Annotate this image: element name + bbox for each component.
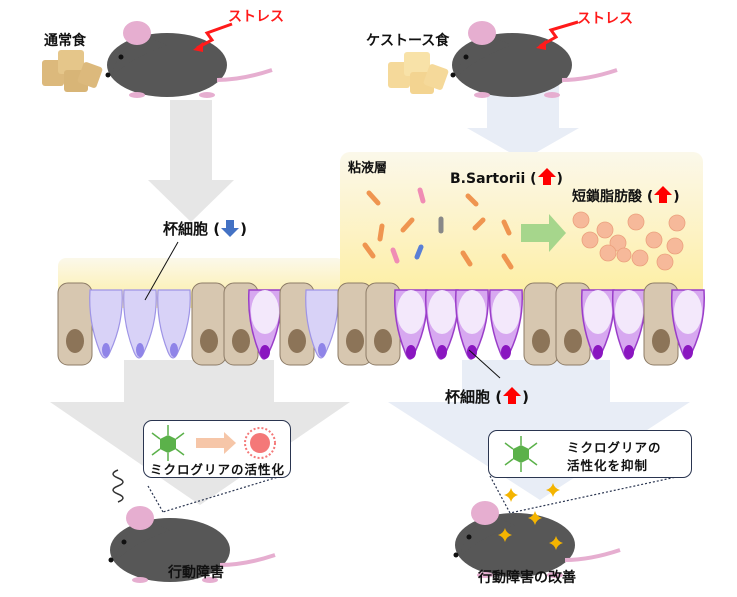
up-arrow-icon (537, 168, 556, 185)
left-flow-arrow-top (148, 100, 234, 222)
conversion-arrow-icon (521, 214, 566, 252)
normal-diet-label: 通常食 (44, 33, 86, 49)
epithelium-right (365, 282, 705, 366)
zoom-lines-right (489, 473, 691, 514)
bacteria-label: B.Sartorii () (450, 168, 563, 187)
stress-label-right: ストレス (577, 11, 633, 27)
mouse-normal-diet-icon (103, 19, 274, 100)
behavior-disorder-label: 行動障害 (168, 565, 224, 581)
microglia-activation-box: ミクログリアの活性化 (143, 420, 291, 478)
stress-label-left: ストレス (228, 9, 284, 25)
stress-bolt-right-icon (539, 20, 579, 48)
kestose-diet-food-icon (388, 52, 450, 94)
dizzy-spiral-icon (112, 469, 124, 503)
stress-bolt-left-icon (196, 22, 233, 50)
microglia-suppression-box: ミクログリアの 活性化を抑制 (488, 430, 692, 478)
epithelium-left (57, 282, 373, 366)
scfa-name: 短鎖脂肪酸 ( (572, 189, 654, 205)
bacteria-name: B.Sartorii ( (450, 171, 537, 187)
up-arrow-icon (503, 387, 522, 404)
microglia-activated-icon (244, 427, 276, 459)
down-arrow-icon (221, 220, 240, 237)
mucus-layer-label: 粘液層 (348, 161, 388, 176)
goblet-cell-label-right: 杯細胞 () (445, 387, 529, 406)
goblet-cell-label-left: 杯細胞 () (163, 220, 247, 238)
scfa-label: 短鎖脂肪酸 () (572, 186, 680, 206)
microglia-resting-icon (151, 425, 185, 461)
microglia-activation-text: ミクログリアの活性化 (150, 462, 286, 477)
mouse-kestose-diet-icon (448, 19, 619, 100)
activation-arrow-icon (196, 432, 236, 454)
microglia-suppression-line2: 活性化を抑制 (567, 458, 649, 473)
bacteria-group (362, 187, 514, 270)
scfa-spheres (572, 211, 686, 271)
zoom-lines-left (147, 473, 289, 513)
up-arrow-icon (654, 186, 673, 203)
kestose-diet-label: ケストース食 (366, 33, 450, 49)
goblet-pointer-left (144, 241, 179, 301)
normal-diet-food-icon (42, 50, 104, 92)
behavior-improvement-label: 行動障害の改善 (478, 570, 576, 586)
microglia-resting-icon (504, 436, 538, 472)
goblet-pointer-right (468, 349, 501, 379)
microglia-suppression-line1: ミクログリアの (567, 440, 662, 455)
